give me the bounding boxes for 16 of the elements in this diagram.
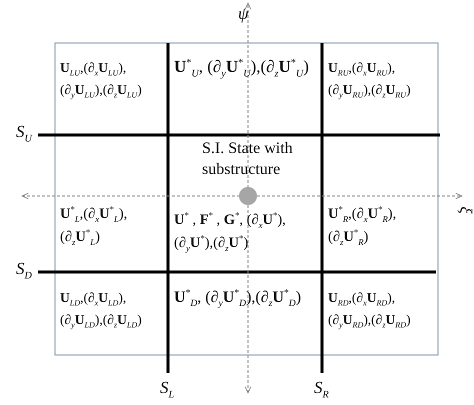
formula: U$^{*}$$_{L}$,(∂$_{x}$U$^{*}$$_{L}$), (∂$_{z}$U$^{*}$$_{L}$) — [60, 203, 128, 250]
interface-label: S$_{R}$ — [314, 378, 329, 400]
formula: U$^{*}$$_{U}$, (∂$_{y}$U$^{*}$$_{U}$),(∂$_{z}$U$^{*}$$_{U}$) — [174, 56, 310, 82]
interface-label: S$_{D}$ — [16, 259, 32, 282]
formula: U$_{RU}$,(∂$_{x}$U$_{RU}$), (∂$_{y}$U$_{RU}$),(∂$_{z}$U$_{RU}$) — [328, 59, 412, 102]
axis-label: ξ — [456, 206, 474, 214]
formula: U$^{*}$$_{R}$,(∂$_{x}$U$^{*}$$_{R}$), (∂$_{z}$U$^{*}$$_{R}$) — [328, 203, 398, 250]
formula: U$^{*}$ , F$^{*}$ , G$^{*}$, (∂$_{x}$U$^{*}$),(∂$_{y}$U$^{*}$),(∂$_{z}$U$^{*}$) — [174, 208, 287, 255]
interface-label: S$_{U}$ — [16, 122, 32, 144]
formula: U$_{RD}$,(∂$_{x}$U$_{RD}$), (∂$_{y}$U$_{RD}$),(∂$_{z}$U$_{RD}$) — [328, 289, 412, 332]
interface-label: S$_{L}$ — [160, 378, 174, 400]
state-caption: S.I. State with substructure — [201, 139, 294, 180]
formula: U$^{*}$$_{D}$, (∂$_{y}$U$^{*}$$_{D}$),(∂$_{z}$U$^{*}$$_{D}$) — [174, 286, 302, 312]
formula: U$_{LD}$,(∂$_{x}$U$_{LD}$), (∂$_{y}$U$_{LD}$),(∂$_{z}$U$_{LD}$) — [60, 289, 143, 332]
axis-label: ψ — [238, 4, 249, 24]
formula: U$_{LU}$,(∂$_{x}$U$_{LU}$), (∂$_{y}$U$_{LU}$),(∂$_{z}$U$_{LU}$) — [60, 59, 143, 102]
